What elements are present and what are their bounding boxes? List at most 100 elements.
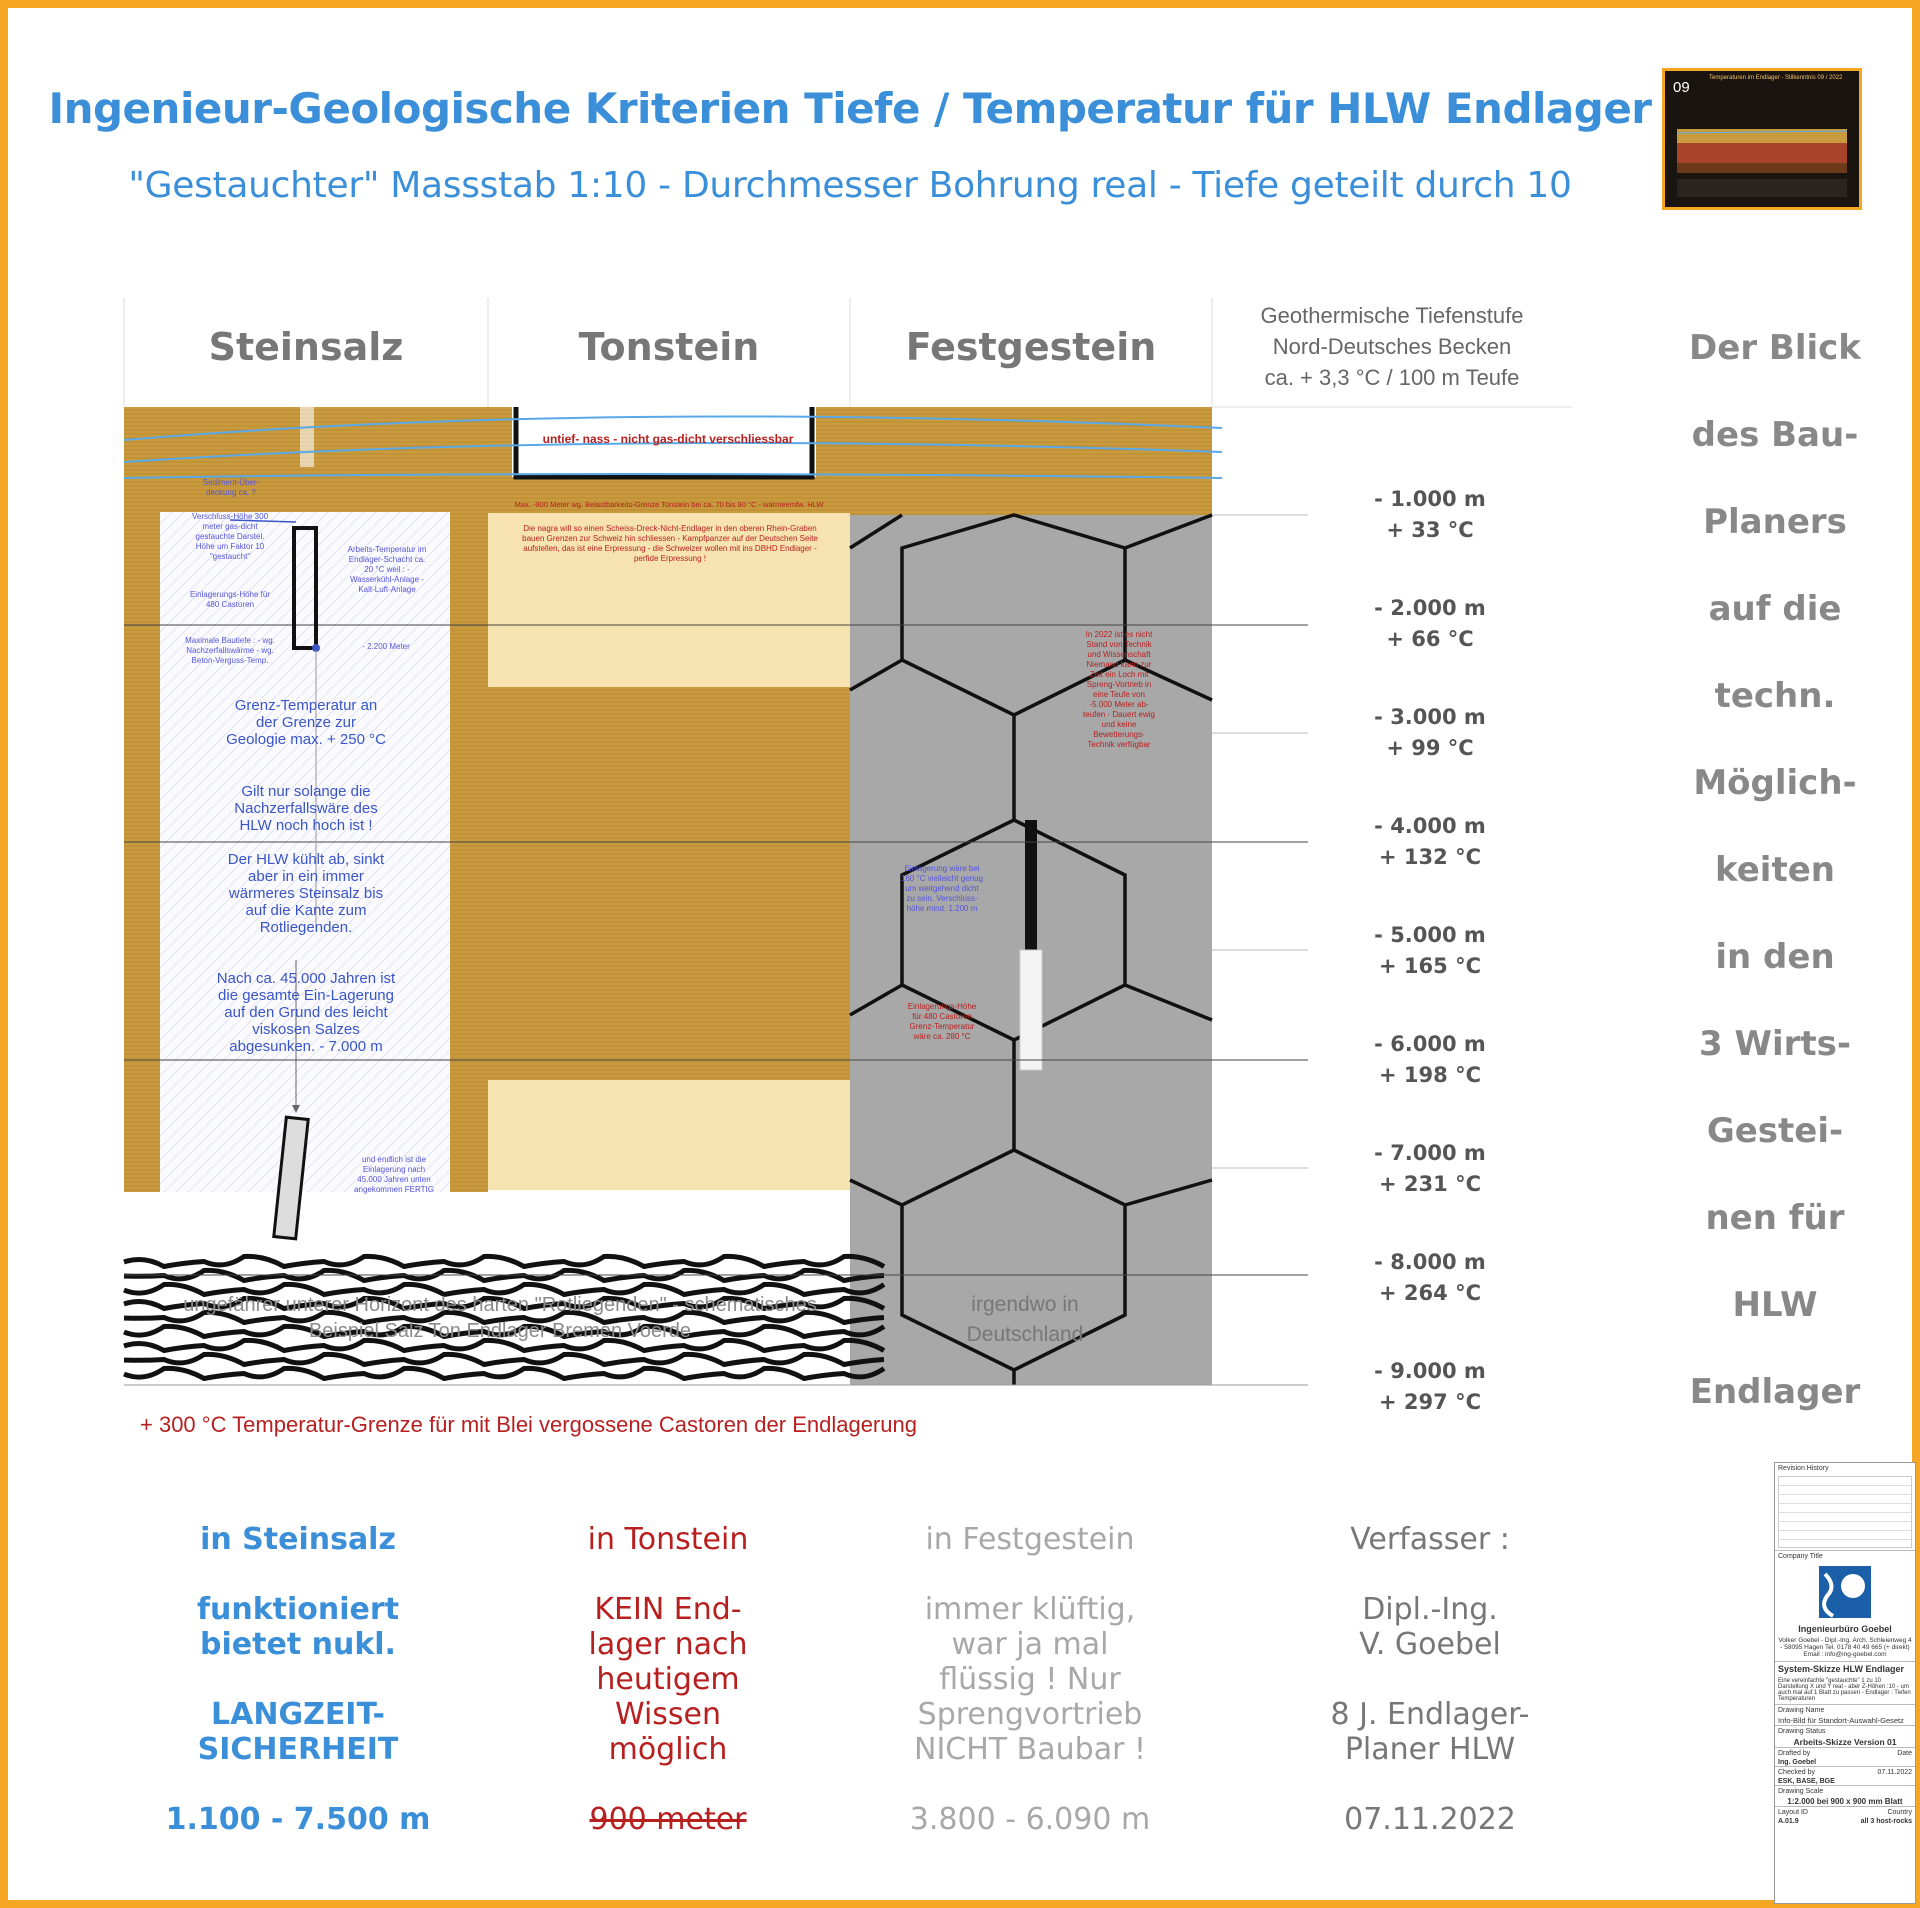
- tb-scale-label: Drawing Scale: [1775, 1785, 1915, 1797]
- tb-checked-row: Checked by 07.11.2022: [1775, 1766, 1915, 1778]
- summary-steinsalz-line: LANGZEIT-: [211, 1697, 385, 1732]
- page-title: Ingenieur-Geologische Kriterien Tiefe / …: [48, 84, 1652, 133]
- slogan-word: techn.: [1714, 676, 1836, 716]
- temperature-value: + 231 °C: [1379, 1172, 1481, 1196]
- depth-value: - 7.000 m: [1374, 1141, 1486, 1165]
- geothermal-line-3: ca. + 3,3 °C / 100 m Teufe: [1264, 365, 1520, 390]
- depth-value: - 9.000 m: [1374, 1359, 1486, 1383]
- summary-steinsalz-line: bietet nukl.: [200, 1627, 396, 1662]
- geothermal-line-2: Nord-Deutsches Becken: [1272, 334, 1512, 359]
- festgestein-castoren-note: Einlagerungs-Höhe für 480 Castoren Grenz…: [907, 1002, 977, 1041]
- slogan-word: Möglich-: [1693, 763, 1857, 803]
- summary-tonstein-range: 900 meter: [589, 1802, 747, 1837]
- salt-jahre-text: Nach ca. 45.000 Jahren ist die gesamte E…: [216, 970, 396, 1055]
- slogan-word: Der Blick: [1689, 328, 1861, 368]
- depth-value: - 8.000 m: [1374, 1250, 1486, 1274]
- tb-company-title-label: Company Title: [1775, 1550, 1915, 1562]
- depth-marker: - 4.000 m + 132 °C: [1330, 811, 1530, 873]
- salt-kuehlt-text: Der HLW kühlt ab, sinkt aber in ein imme…: [227, 851, 385, 936]
- tb-address: Volker Goebel - Dipl.-Ing. Arch. Schleie…: [1778, 1637, 1912, 1658]
- summary-festgestein-line: Sprengvortrieb: [917, 1697, 1143, 1732]
- thumbnail-preview: 09 Temperaturen im Endlager - Stilkenntn…: [1662, 68, 1862, 210]
- summary-verfasser-date: 07.11.2022: [1344, 1802, 1516, 1837]
- summary-tonstein-line: Wissen: [614, 1697, 722, 1732]
- depth-marker: - 6.000 m+ 198 °C: [1330, 1029, 1530, 1091]
- summary-steinsalz-head: in Steinsalz: [200, 1522, 396, 1557]
- tb-layout: A.01.9: [1778, 1818, 1799, 1825]
- summary-tonstein-line: lager nach: [588, 1627, 748, 1662]
- salt-max-label: Maximale Bautiefe : - wg. Nachzerfallswä…: [185, 636, 275, 665]
- summary-festgestein-line: NICHT Baubar !: [914, 1732, 1146, 1767]
- depth-marker: - 5.000 m+ 165 °C: [1330, 920, 1530, 982]
- depth-marker: - 9.000 m+ 297 °C: [1330, 1356, 1530, 1418]
- tb-status-label: Drawing Status: [1775, 1725, 1915, 1737]
- depth-marker: - 7.000 m + 231 °C: [1330, 1138, 1530, 1200]
- summary-tonstein-line: möglich: [608, 1732, 728, 1767]
- summary-tonstein-line: KEIN End-: [594, 1592, 742, 1627]
- festgestein-irgendwo-label: irgendwo in Deutschland: [966, 1293, 1084, 1346]
- summary-festgestein-range: 3.800 - 6.090 m: [909, 1802, 1151, 1837]
- depth-marker: - 3.000 m+ 99 °C: [1330, 702, 1530, 764]
- tb-scale: 1:2.000 bei 900 x 900 mm Blatt: [1787, 1797, 1903, 1806]
- tb-project-desc: Eine vereinfachte "gestauchte" 1 zu 10 D…: [1778, 1678, 1911, 1702]
- summary-festgestein: in Festgestein immer klüftig, war ja mal…: [850, 1522, 1210, 1837]
- slogan-word: Gestei-: [1706, 1111, 1844, 1151]
- rotliegend-label: ungefährer unterer Horizont des harten "…: [183, 1294, 817, 1342]
- temperature-value: + 132 °C: [1379, 845, 1481, 869]
- temperature-value: + 264 °C: [1379, 1281, 1481, 1305]
- tb-drawing-name: Info-Bild für Standort-Auswahl-Gesetz: [1778, 1716, 1904, 1725]
- salt-fertig-label: und endlich ist die Einlagerung nach 45.…: [354, 1155, 434, 1194]
- summary-tonstein-line: heutigem: [596, 1662, 740, 1697]
- tb-date-label: Date: [1897, 1750, 1912, 1757]
- slogan-word: auf die: [1708, 589, 1842, 629]
- tb-country-label: Country: [1887, 1809, 1912, 1816]
- summary-steinsalz-line: SICHERHEIT: [197, 1732, 399, 1767]
- geothermal-header: Geothermische Tiefenstufe Nord-Deutsches…: [1212, 300, 1572, 393]
- salt-grenz-text: Grenz-Temperatur an der Grenze zur Geolo…: [226, 697, 386, 748]
- tb-layout-row: Layout ID Country: [1775, 1806, 1915, 1818]
- slogan-word: Endlager: [1689, 1372, 1861, 1412]
- tb-layout-label: Layout ID: [1778, 1809, 1808, 1816]
- column-header-festgestein: Festgestein: [905, 325, 1157, 369]
- tb-country: all 3 host-rocks: [1860, 1818, 1912, 1825]
- summary-verfasser-line: Dipl.-Ing.: [1362, 1592, 1498, 1627]
- depth-value: - 3.000 m: [1374, 705, 1486, 729]
- summary-festgestein-line: war ja mal: [951, 1627, 1109, 1662]
- tb-revision-label: Revision History: [1778, 1465, 1829, 1472]
- column-header-tonstein: Tonstein: [578, 325, 760, 369]
- tb-checked-label: Checked by: [1778, 1769, 1815, 1776]
- salt-gilt-text: Gilt nur solange die Nachzerfallswäre de…: [234, 783, 378, 834]
- tb-drafted-label: Drafted by: [1778, 1750, 1811, 1757]
- festgestein-2022-note: In 2022 ist es nicht Stand von Technik u…: [1082, 630, 1156, 749]
- slogan-word: keiten: [1715, 850, 1835, 890]
- slogan-word: HLW: [1732, 1285, 1818, 1325]
- depth-value: - 4.000 m: [1374, 814, 1486, 838]
- salt-einlagerung-label: Einlagerungs-Höhe für 480 Castoren: [189, 590, 271, 609]
- tb-layout-values: A.01.9 all 3 host-rocks: [1775, 1818, 1915, 1825]
- temperature-value: + 198 °C: [1379, 1063, 1481, 1087]
- depth-value: - 2.000 m: [1374, 596, 1486, 620]
- depth-value: - 5.000 m: [1374, 923, 1486, 947]
- salt-arbeits-label: Arbeits-Temperatur im Endlager-Schacht c…: [347, 545, 427, 594]
- page-subtitle: "Gestauchter" Massstab 1:10 - Durchmesse…: [128, 165, 1572, 206]
- depth-marker: - 1.000 m+ 33 °C: [1330, 484, 1530, 546]
- summary-verfasser-line: Planer HLW: [1344, 1732, 1516, 1767]
- summary-festgestein-line: immer klüftig,: [924, 1592, 1136, 1627]
- summary-steinsalz-line: funktioniert: [196, 1592, 400, 1627]
- slogan-word: in den: [1715, 937, 1835, 977]
- slogan-word: Planers: [1703, 502, 1847, 542]
- tb-logo: [1775, 1562, 1915, 1624]
- ton-note: Die nagra will so einen Scheiss-Dreck-Ni…: [522, 524, 818, 563]
- tb-drafted-row: Drafted by Date: [1775, 1747, 1915, 1759]
- depth-marker: - 8.000 m + 264 °C: [1330, 1247, 1530, 1309]
- tb-checked: ESK, BASE, BGE: [1778, 1778, 1835, 1785]
- tb-status: Arbeits-Skizze Version 01: [1793, 1737, 1897, 1747]
- summary-tonstein-head: in Tonstein: [587, 1522, 749, 1557]
- summary-steinsalz-range: 1.100 - 7.500 m: [165, 1802, 431, 1837]
- temperature-limit-label: + 300 °C Temperatur-Grenze für mit Blei …: [140, 1412, 917, 1437]
- temperature-value: + 66 °C: [1386, 627, 1474, 651]
- tb-company: Ingenieurbüro Goebel: [1798, 1624, 1892, 1634]
- festgestein-einlagerung-note: Einlagerung wäre bei 160 °C vielleicht g…: [901, 864, 983, 913]
- geothermal-line-1: Geothermische Tiefenstufe: [1260, 303, 1524, 328]
- depth-value: - 1.000 m: [1374, 487, 1486, 511]
